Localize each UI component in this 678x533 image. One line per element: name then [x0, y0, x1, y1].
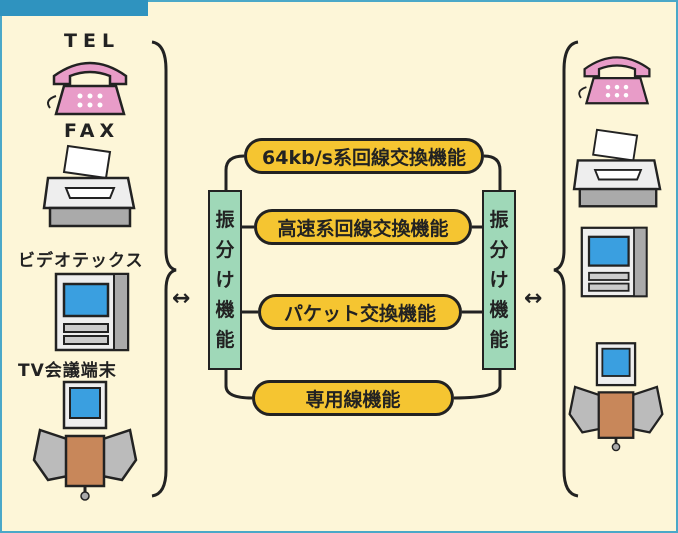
- right-brace: [553, 40, 579, 498]
- right-distributor-box: 振 分 け 機 能: [482, 190, 516, 370]
- function-packet-switching: パケット交換機能: [258, 294, 462, 330]
- header-tab: [0, 0, 148, 16]
- function-high-speed-circuit-switching: 高速系回線交換機能: [254, 209, 472, 245]
- telephone-icon: [47, 61, 128, 116]
- telephone-icon: [578, 56, 651, 105]
- left-distributor-char-3: け: [215, 269, 235, 291]
- right-distributor-char-5: 能: [489, 329, 509, 351]
- fax-icon: [42, 144, 136, 228]
- right-connector-top: [483, 154, 502, 190]
- left-distributor-char-1: 振: [215, 209, 235, 231]
- function-64kbps-circuit-switching: 64kb/s系回線交換機能: [244, 138, 484, 174]
- right-distributor-char-1: 振: [489, 209, 509, 231]
- fax-icon: [572, 128, 662, 208]
- tv-conference-terminal-icon: [568, 342, 664, 452]
- left-brace: [151, 40, 177, 498]
- left-distributor-char-4: 機: [215, 299, 235, 321]
- left-arrow: ↔: [172, 286, 191, 311]
- right-distributor-char-3: け: [489, 269, 509, 291]
- right-connector-bottom: [453, 370, 502, 400]
- left-distributor-box: 振 分 け 機 能: [208, 190, 242, 370]
- label-videotex: ビデオテックス: [18, 251, 144, 271]
- label-tel: TEL: [64, 30, 121, 52]
- left-distributor-char-2: 分: [215, 239, 235, 261]
- videotex-terminal-icon: [54, 272, 130, 352]
- left-connector-bottom: [224, 370, 253, 400]
- right-distributor-char-4: 機: [489, 299, 509, 321]
- right-arrow: ↔: [524, 286, 543, 311]
- label-tv-conference: TV会議端末: [18, 361, 117, 381]
- right-distributor-char-2: 分: [489, 239, 509, 261]
- left-distributor-char-5: 能: [215, 329, 235, 351]
- tv-conference-terminal-icon: [32, 380, 138, 501]
- left-connector-top: [224, 154, 245, 190]
- label-fax: FAX: [64, 120, 120, 142]
- function-leased-line: 専用線機能: [252, 380, 454, 416]
- videotex-terminal-icon: [580, 226, 648, 298]
